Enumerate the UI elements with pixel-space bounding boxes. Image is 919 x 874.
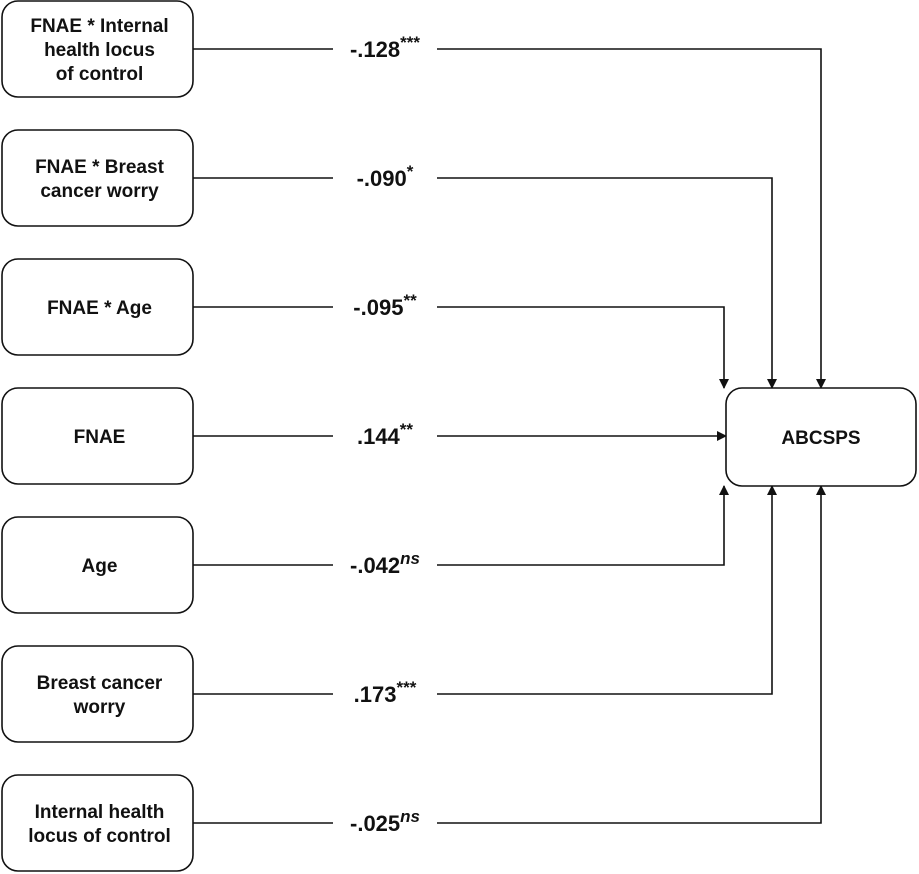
predictor-box-fnae-x-bcw: FNAE * Breast cancer worry (1, 129, 194, 227)
predictor-box-rect (1, 645, 194, 743)
coef-label-background (333, 807, 437, 839)
coef-value: -.042 (350, 553, 400, 578)
coef-value: -.090 (357, 166, 407, 191)
coef-label-background (333, 162, 437, 194)
predictor-label-line: FNAE * Internal (30, 16, 168, 37)
coef-label-background (333, 420, 437, 452)
predictor-box-rect (1, 129, 194, 227)
coef-value: -.095 (353, 295, 403, 320)
coef-value: -.128 (350, 37, 400, 62)
path-arrow-fnae-x-ihloc (193, 48, 826, 389)
outcome-box-rect (725, 387, 917, 487)
path-coefficient-bcw: .173*** (354, 678, 417, 707)
coef-significance: *** (396, 678, 416, 697)
predictor-label-line: cancer worry (40, 181, 159, 202)
predictor-box-fnae-x-ihloc: FNAE * Internal health locus of control (1, 0, 194, 98)
predictor-box-ihloc: Internal health locus of control (1, 774, 194, 872)
predictor-label-line: Internal health (35, 802, 165, 823)
coef-value: .173 (354, 682, 397, 707)
predictor-label-line: of control (56, 64, 144, 85)
coef-value: .144 (357, 424, 401, 449)
predictor-box-rect (1, 774, 194, 872)
predictor-label-line: FNAE (74, 427, 126, 448)
path-arrow-age (193, 485, 729, 566)
predictor-box-rect (1, 258, 194, 356)
coef-significance: ns (400, 549, 420, 568)
predictor-box-rect (1, 0, 194, 98)
coef-label-background (333, 291, 437, 323)
coef-significance: * (407, 162, 414, 181)
path-coefficient-age: -.042ns (350, 549, 420, 578)
path-arrow-bcw (193, 485, 777, 695)
predictor-label-line: FNAE * Breast (35, 157, 164, 178)
path-coefficient-fnae-x-age: -.095** (353, 291, 417, 320)
coef-label-background (333, 33, 437, 65)
path-coefficient-ihloc: -.025ns (350, 807, 420, 836)
predictor-label-line: health locus (44, 40, 155, 61)
outcome-box: ABCSPS (725, 387, 917, 487)
coef-significance: ns (400, 807, 420, 826)
predictor-box-bcw: Breast cancer worry (1, 645, 194, 743)
predictor-box-fnae-x-age: FNAE * Age (1, 258, 194, 356)
path-coefficient-fnae-x-ihloc: -.128*** (350, 33, 420, 62)
coef-significance: ** (403, 291, 417, 310)
predictor-label-line: Age (82, 556, 118, 577)
outcome-label: ABCSPS (781, 428, 860, 449)
coef-label-background (333, 549, 437, 581)
predictor-box-fnae: FNAE (1, 387, 194, 485)
path-arrow-fnae-x-bcw (193, 177, 777, 389)
coef-value: -.025 (350, 811, 400, 836)
coef-label-background (333, 678, 437, 710)
predictor-label-line: Breast cancer (37, 673, 163, 694)
path-arrow-ihloc (193, 485, 826, 824)
predictor-label-line: locus of control (28, 826, 171, 847)
paths-layer: -.128***-.090*-.095**.144**-.042ns.173**… (193, 33, 826, 839)
path-arrow-fnae-x-age (193, 306, 729, 389)
predictor-box-age: Age (1, 516, 194, 614)
predictor-box-rect (1, 387, 194, 485)
predictor-label-line: worry (73, 697, 126, 718)
path-coefficient-fnae-x-bcw: -.090* (357, 162, 414, 191)
coef-significance: ** (400, 420, 414, 439)
coef-significance: *** (400, 33, 420, 52)
predictor-box-rect (1, 516, 194, 614)
predictor-label-line: FNAE * Age (47, 298, 152, 319)
path-coefficient-fnae: .144** (357, 420, 413, 449)
